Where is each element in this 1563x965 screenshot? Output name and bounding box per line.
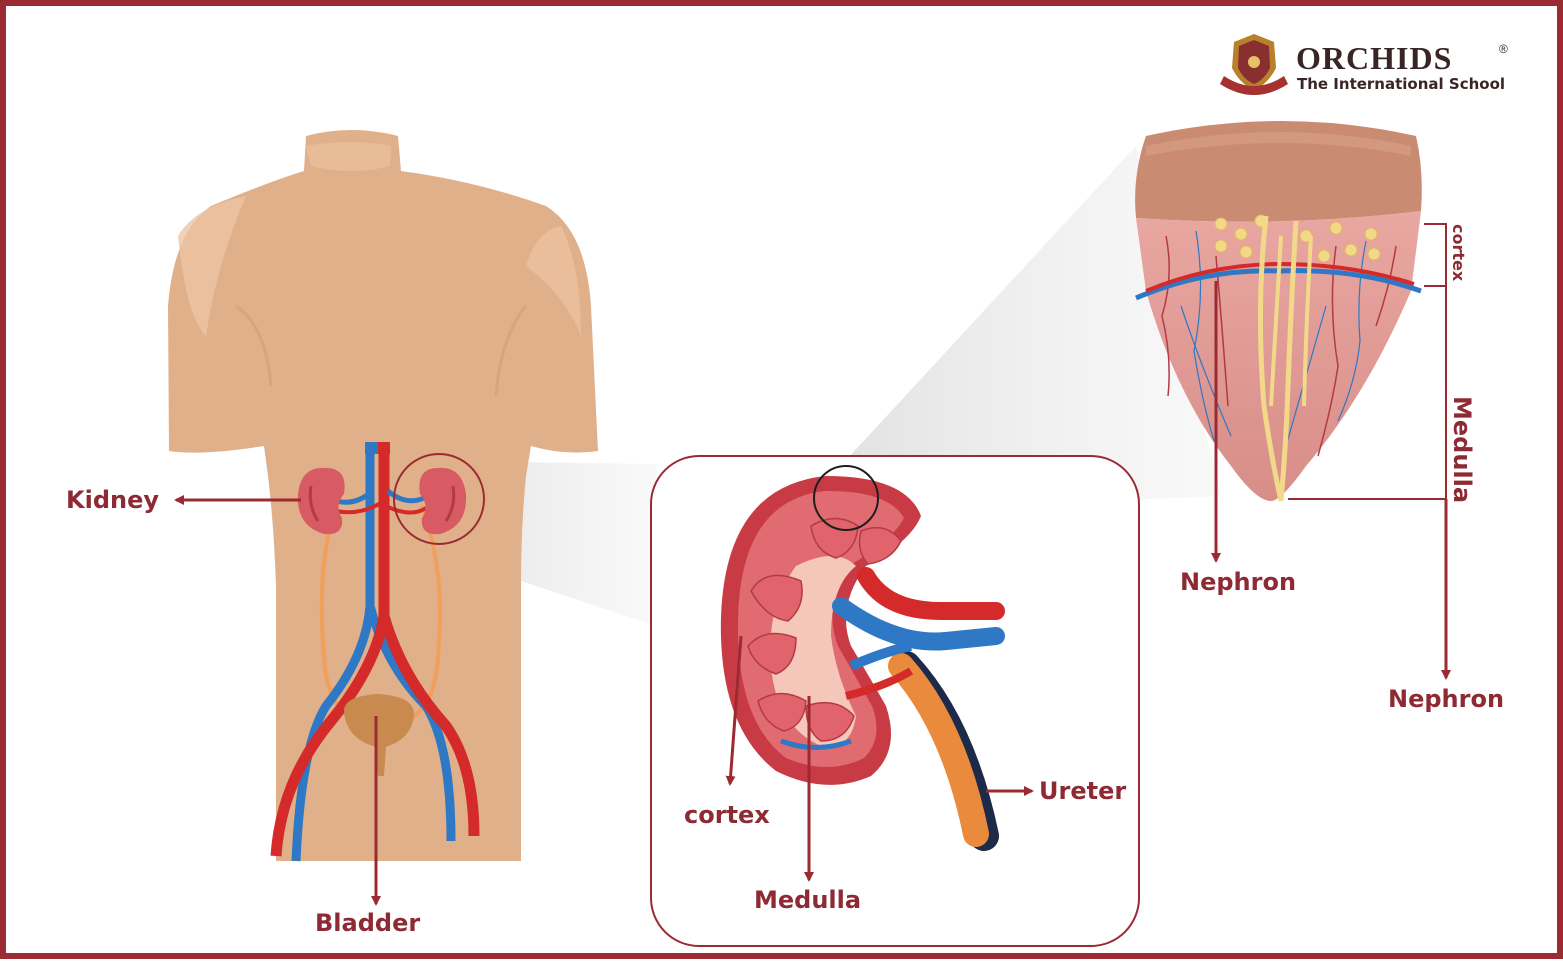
label-kidney: Kidney [66,486,160,514]
brand-name: ORCHIDS [1296,40,1453,76]
label-medulla: Medulla [754,886,862,914]
label-cortex-vertical: cortex [1449,224,1468,282]
zoom-cone-kidney-to-tissue [836,146,1221,511]
orchids-crest-icon [1220,34,1288,95]
cortex-pointer-arrow [725,635,743,786]
kidney-left-small [297,467,345,535]
kidney-right-small [419,467,467,535]
kidney-cross-section [720,476,1005,851]
medulla-bracket [1288,285,1447,500]
brand-tagline: The International School [1297,75,1506,93]
zoom-circle-cortex [813,465,879,531]
label-medulla-vertical: Medulla [1448,396,1476,504]
label-nephron-right: Nephron [1388,685,1505,713]
diagram-illustration [168,34,1451,947]
zoom-circle-kidney [393,453,485,545]
label-bladder: Bladder [315,909,421,937]
label-ureter: Ureter [1039,777,1127,805]
label-nephron-top: Nephron [1180,568,1297,596]
cortex-bracket [1424,223,1447,287]
bladder-illustration [344,694,414,776]
brand-registered-mark: ® [1499,42,1508,56]
label-cortex: cortex [684,801,770,829]
renal-tissue-block [1135,121,1422,502]
